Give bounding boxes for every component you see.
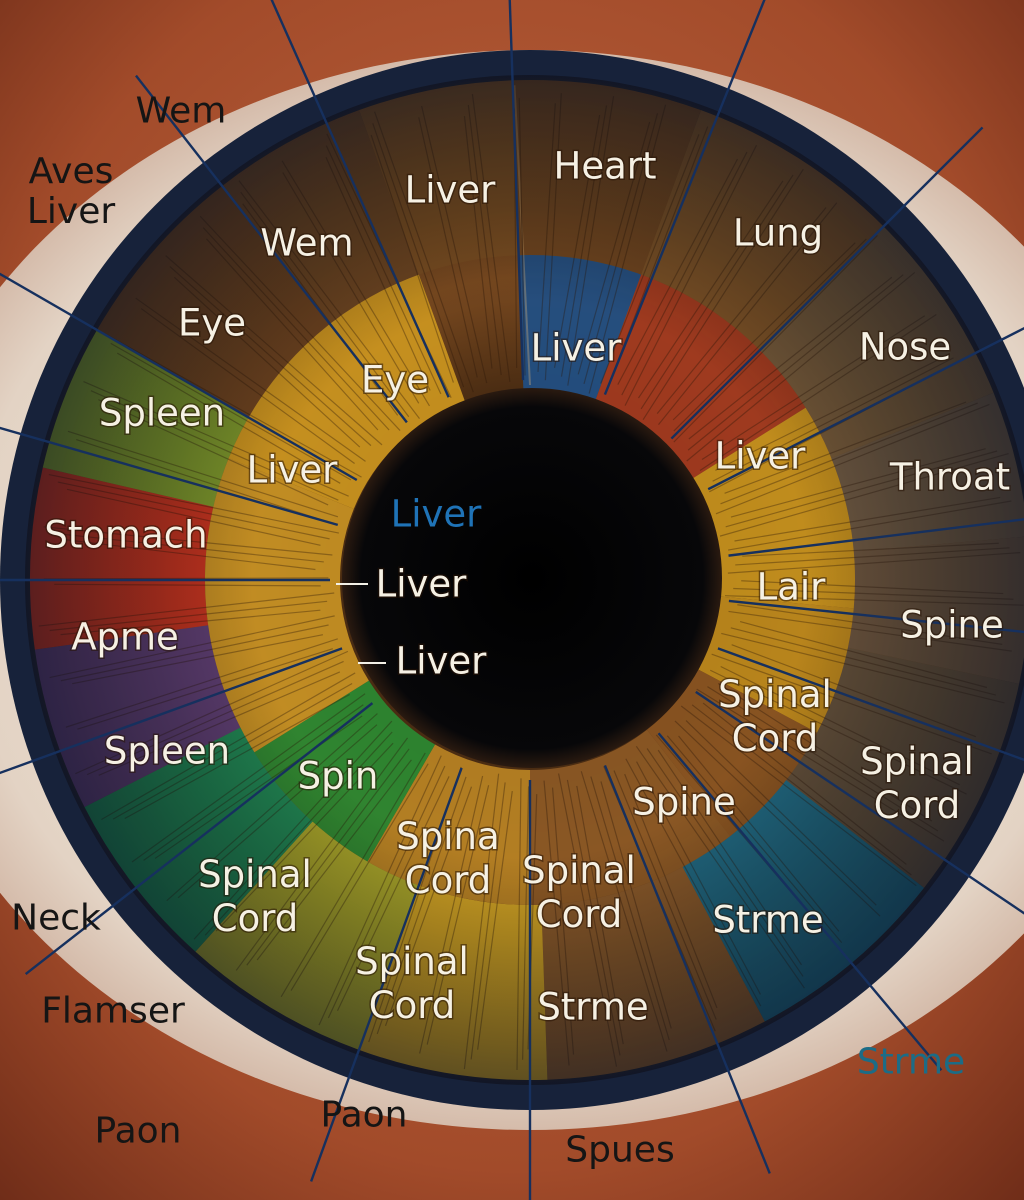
zone-label-spine-right: Spine [900, 604, 1003, 647]
zone-label-spine-inner: Spine [632, 781, 735, 824]
leader-line [707, 326, 1024, 491]
zone-label-apme: Apme [71, 616, 179, 659]
outer-label-flamser: Flamser [41, 991, 185, 1032]
pupil [342, 388, 722, 768]
zone-label-spleen-green: Spleen [104, 730, 230, 773]
zone-label-nose: Nose [859, 326, 951, 369]
zone-label-liver-top: Liver [405, 169, 497, 212]
zone-label-wem-iris: Wem [260, 222, 353, 265]
leader-line [0, 272, 358, 482]
outer-zone-labels: Liver Heart Lung Nose Throat Spine Spina… [43, 143, 1012, 1030]
zone-label-liver-red: Liver [715, 435, 807, 478]
leader-line [695, 690, 1024, 915]
leader-line [508, 0, 525, 381]
leader-line [135, 74, 408, 424]
zone-label-eye-outer: Eye [178, 302, 246, 345]
leader-line [603, 764, 771, 1174]
leader-line [728, 599, 1024, 634]
leader-line [657, 732, 943, 1072]
pupil-label-liver-low: Liver [396, 640, 488, 683]
zone-label-throat: Throat [889, 456, 1010, 499]
zone-label-strme-teal: Strme [712, 899, 823, 942]
zone-label-lung: Lung [733, 212, 823, 255]
zone-label-spin: Spin [298, 755, 379, 798]
outer-label-paon-left: Paon [95, 1111, 182, 1152]
leader-line [670, 126, 984, 440]
leader-line [717, 647, 1024, 762]
leader-line [24, 702, 374, 975]
zone-label-lair: Lair [757, 566, 827, 609]
outer-label-wem: Wem [136, 91, 227, 132]
zone-label-spleen-top: Spleen [99, 392, 225, 435]
leader-line [728, 518, 1024, 557]
outer-label-neck: Neck [11, 898, 101, 939]
zone-label-eye-inner: Eye [361, 359, 429, 402]
zone-label-strme-bottom: Strme [537, 986, 648, 1029]
leader-line [0, 426, 339, 527]
outer-label-strme: Strme [857, 1042, 965, 1083]
pupil-label-liver-mid: Liver [376, 563, 468, 606]
leader-line [270, 0, 450, 398]
outer-label-spues: Spues [565, 1130, 674, 1171]
leader-line [603, 0, 766, 396]
zone-label-stomach: Stomach [44, 514, 207, 557]
pupil-labels: Liver Liver Liver [336, 493, 489, 684]
leader-line [0, 647, 343, 775]
zone-label-liver-inner-left: Liver [247, 449, 339, 492]
leader-line [309, 767, 463, 1182]
outer-label-paon-center: Paon [321, 1095, 408, 1136]
zone-label-heart: Heart [554, 145, 657, 188]
zone-label-liver-blue: Liver [531, 327, 623, 370]
pupil-label-liver-blue: Liver [391, 493, 483, 536]
